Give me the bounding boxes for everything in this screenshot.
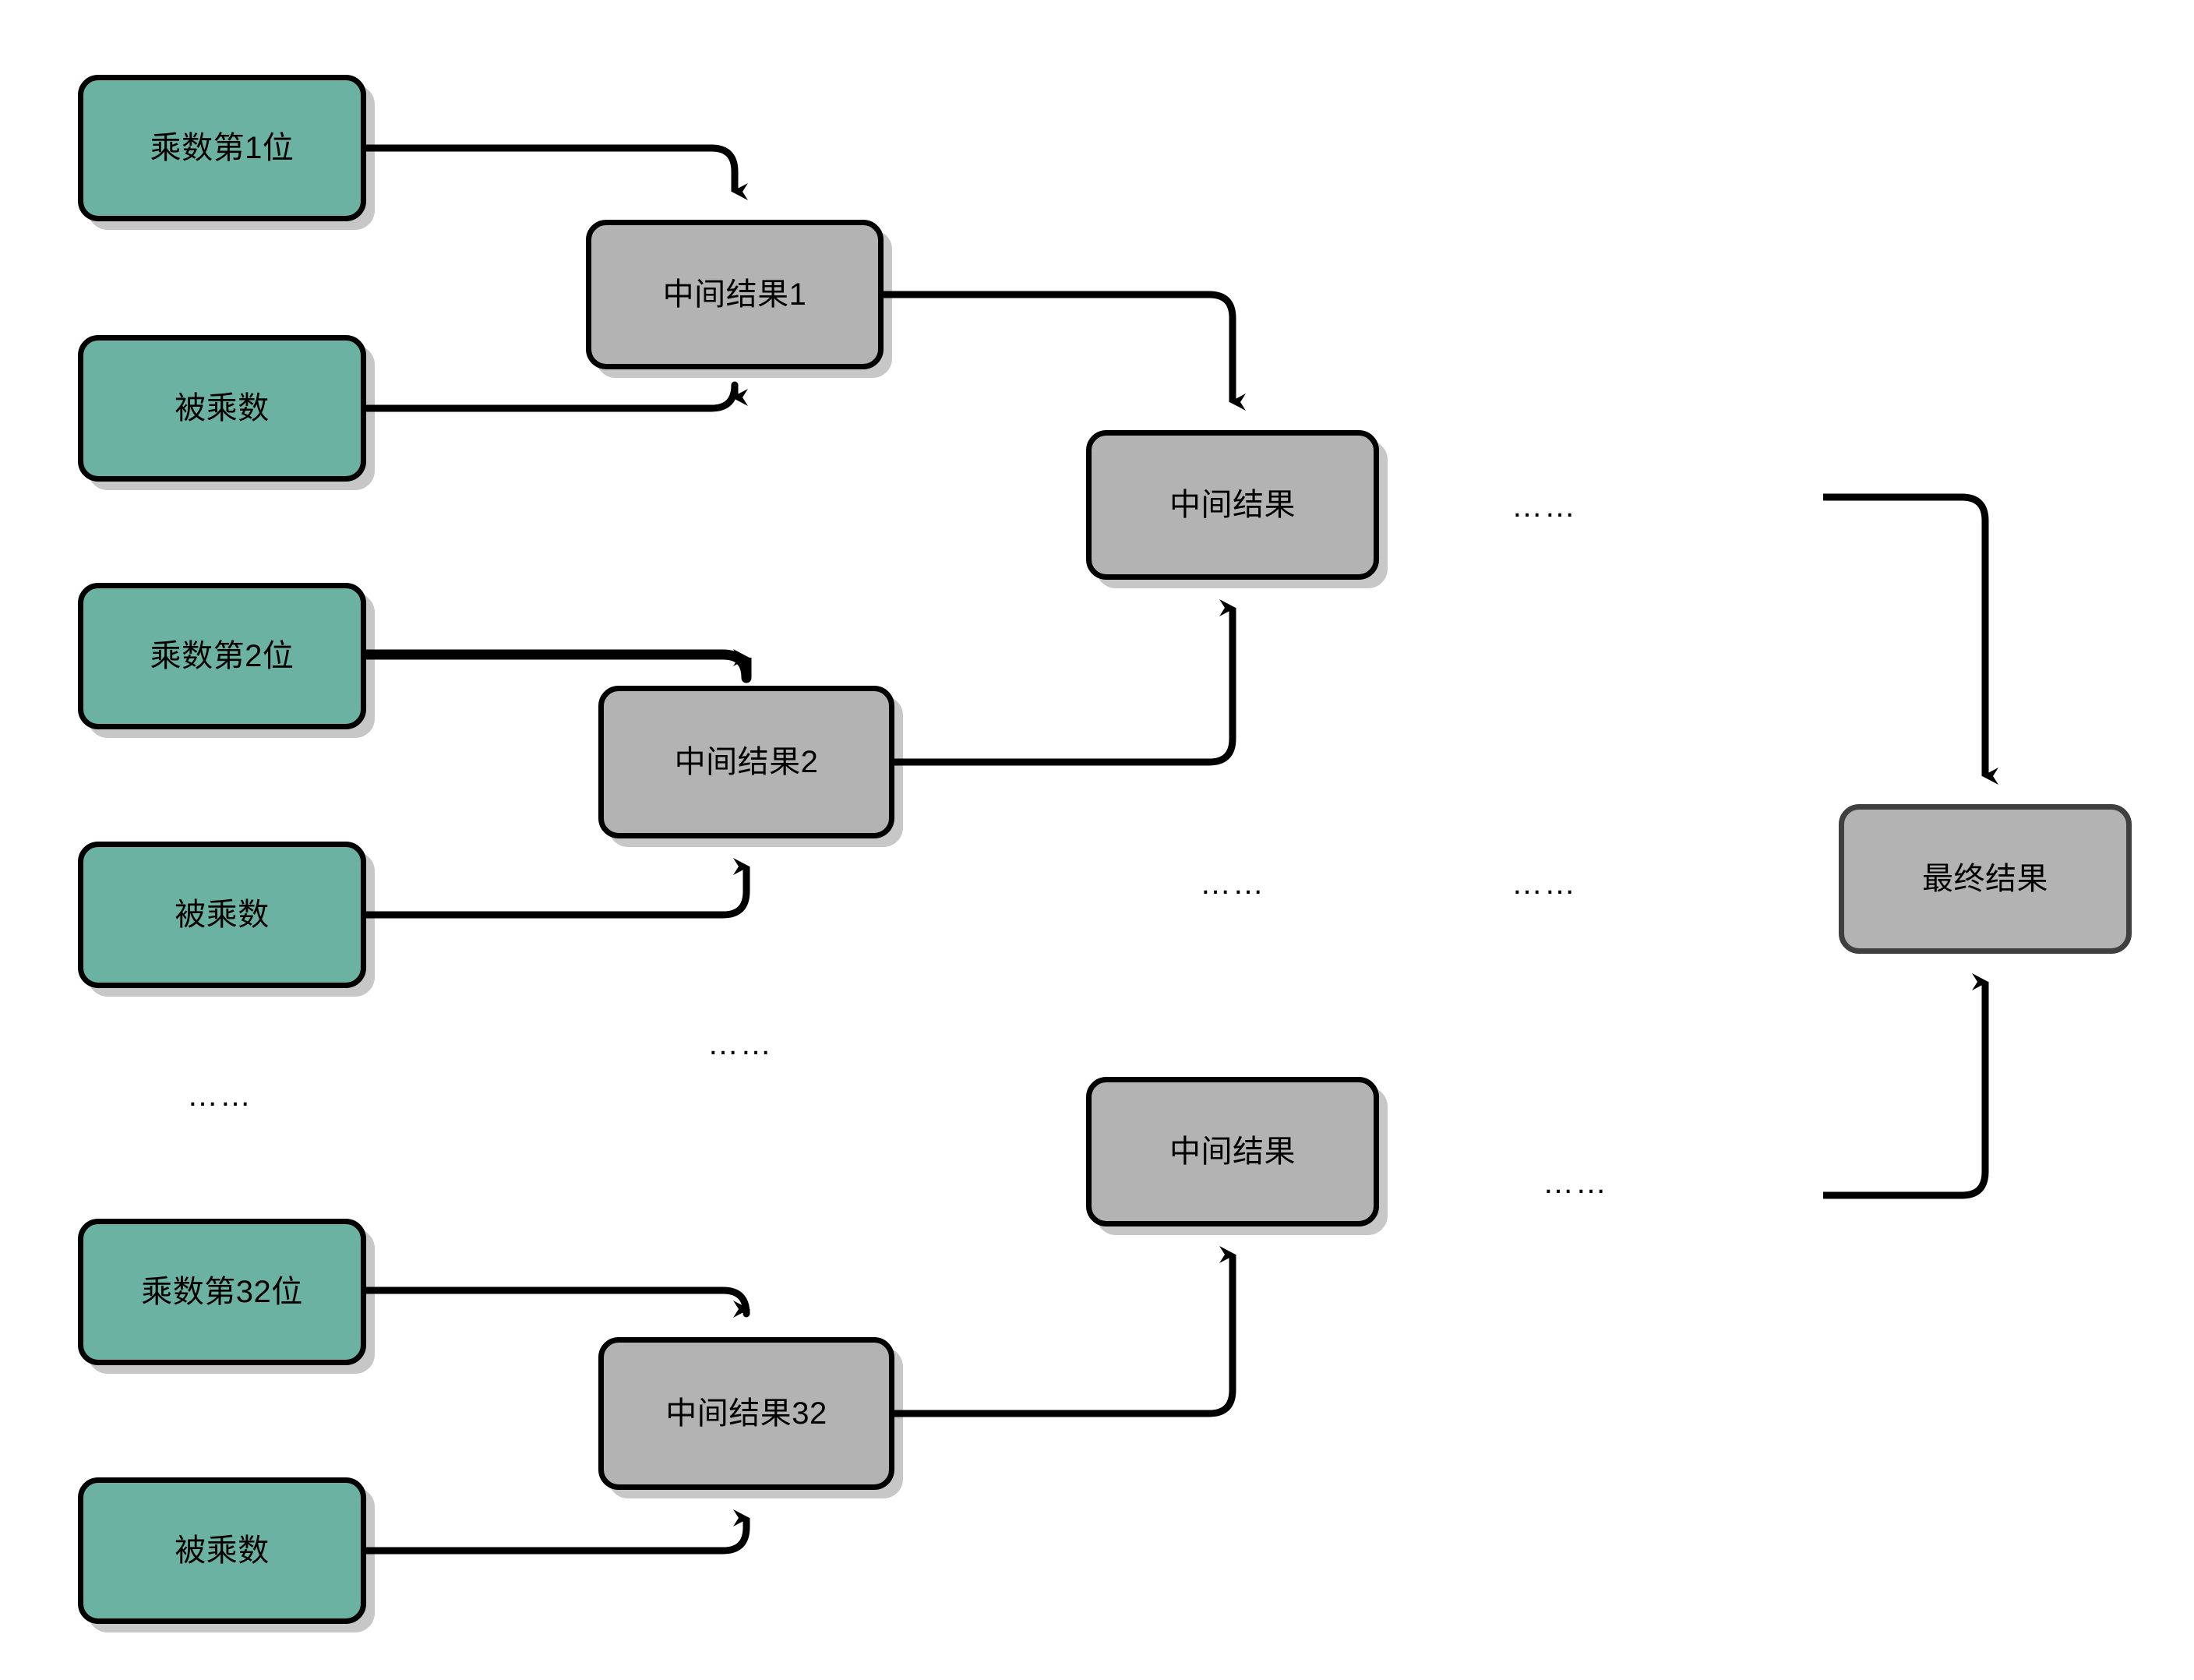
edge-mul-bit2-to-mid2 bbox=[366, 649, 752, 683]
node-intermediate-result-2[interactable]: 中间结果2 bbox=[598, 686, 894, 838]
node-label: 中间结果2 bbox=[674, 745, 819, 779]
node-label: 中间结果1 bbox=[662, 277, 807, 312]
node-multiplicand-2[interactable]: 被乘数 bbox=[78, 842, 366, 988]
node-label: 被乘数 bbox=[175, 1534, 270, 1568]
ellipsis-marker: …… bbox=[1511, 489, 1577, 524]
node-intermediate-result-upper[interactable]: 中间结果 bbox=[1086, 430, 1379, 580]
edge-mid32-to-mid-lower bbox=[894, 1246, 1236, 1417]
ellipsis-marker: …… bbox=[1543, 1166, 1608, 1200]
edge-mcand32-to-mid32 bbox=[366, 1509, 750, 1555]
node-label: 被乘数 bbox=[175, 391, 270, 425]
node-label: 被乘数 bbox=[175, 898, 270, 932]
node-intermediate-result-1[interactable]: 中间结果1 bbox=[586, 220, 884, 369]
node-label: 中间结果 bbox=[1169, 488, 1296, 522]
node-final-result[interactable]: 最终结果 bbox=[1839, 804, 2132, 954]
edge-mul-bit32-to-mid32 bbox=[366, 1286, 750, 1318]
edge-mid1-to-mid-upper bbox=[884, 291, 1246, 411]
edge-mid2-to-mid-upper bbox=[894, 599, 1236, 766]
edge-mcand2-to-mid2 bbox=[366, 858, 750, 919]
node-intermediate-result-lower[interactable]: 中间结果 bbox=[1086, 1077, 1379, 1226]
edge-mul-bit1-to-mid1 bbox=[366, 144, 748, 200]
edge-mcand1-to-mid1 bbox=[366, 381, 748, 412]
node-label: 最终结果 bbox=[1922, 862, 2048, 896]
ellipsis-marker: …… bbox=[187, 1078, 252, 1113]
node-multiplier-bit-1[interactable]: 乘数第1位 bbox=[78, 75, 366, 221]
node-label: 中间结果 bbox=[1169, 1135, 1296, 1169]
node-label: 乘数第2位 bbox=[150, 639, 295, 673]
ellipsis-marker: …… bbox=[1511, 866, 1577, 901]
edge-upper-rail-to-final bbox=[1823, 493, 1998, 785]
ellipsis-marker: …… bbox=[1200, 866, 1265, 901]
node-multiplier-bit-2[interactable]: 乘数第2位 bbox=[78, 583, 366, 729]
node-multiplicand-1[interactable]: 被乘数 bbox=[78, 335, 366, 482]
node-multiplicand-32[interactable]: 被乘数 bbox=[78, 1477, 366, 1624]
ellipsis-marker: …… bbox=[707, 1027, 773, 1061]
node-label: 乘数第32位 bbox=[141, 1275, 303, 1309]
node-label: 乘数第1位 bbox=[150, 131, 295, 165]
node-multiplier-bit-32[interactable]: 乘数第32位 bbox=[78, 1219, 366, 1365]
edge-lower-rail-to-final bbox=[1823, 973, 1989, 1199]
node-label: 中间结果32 bbox=[665, 1396, 827, 1431]
node-intermediate-result-32[interactable]: 中间结果32 bbox=[598, 1337, 894, 1490]
